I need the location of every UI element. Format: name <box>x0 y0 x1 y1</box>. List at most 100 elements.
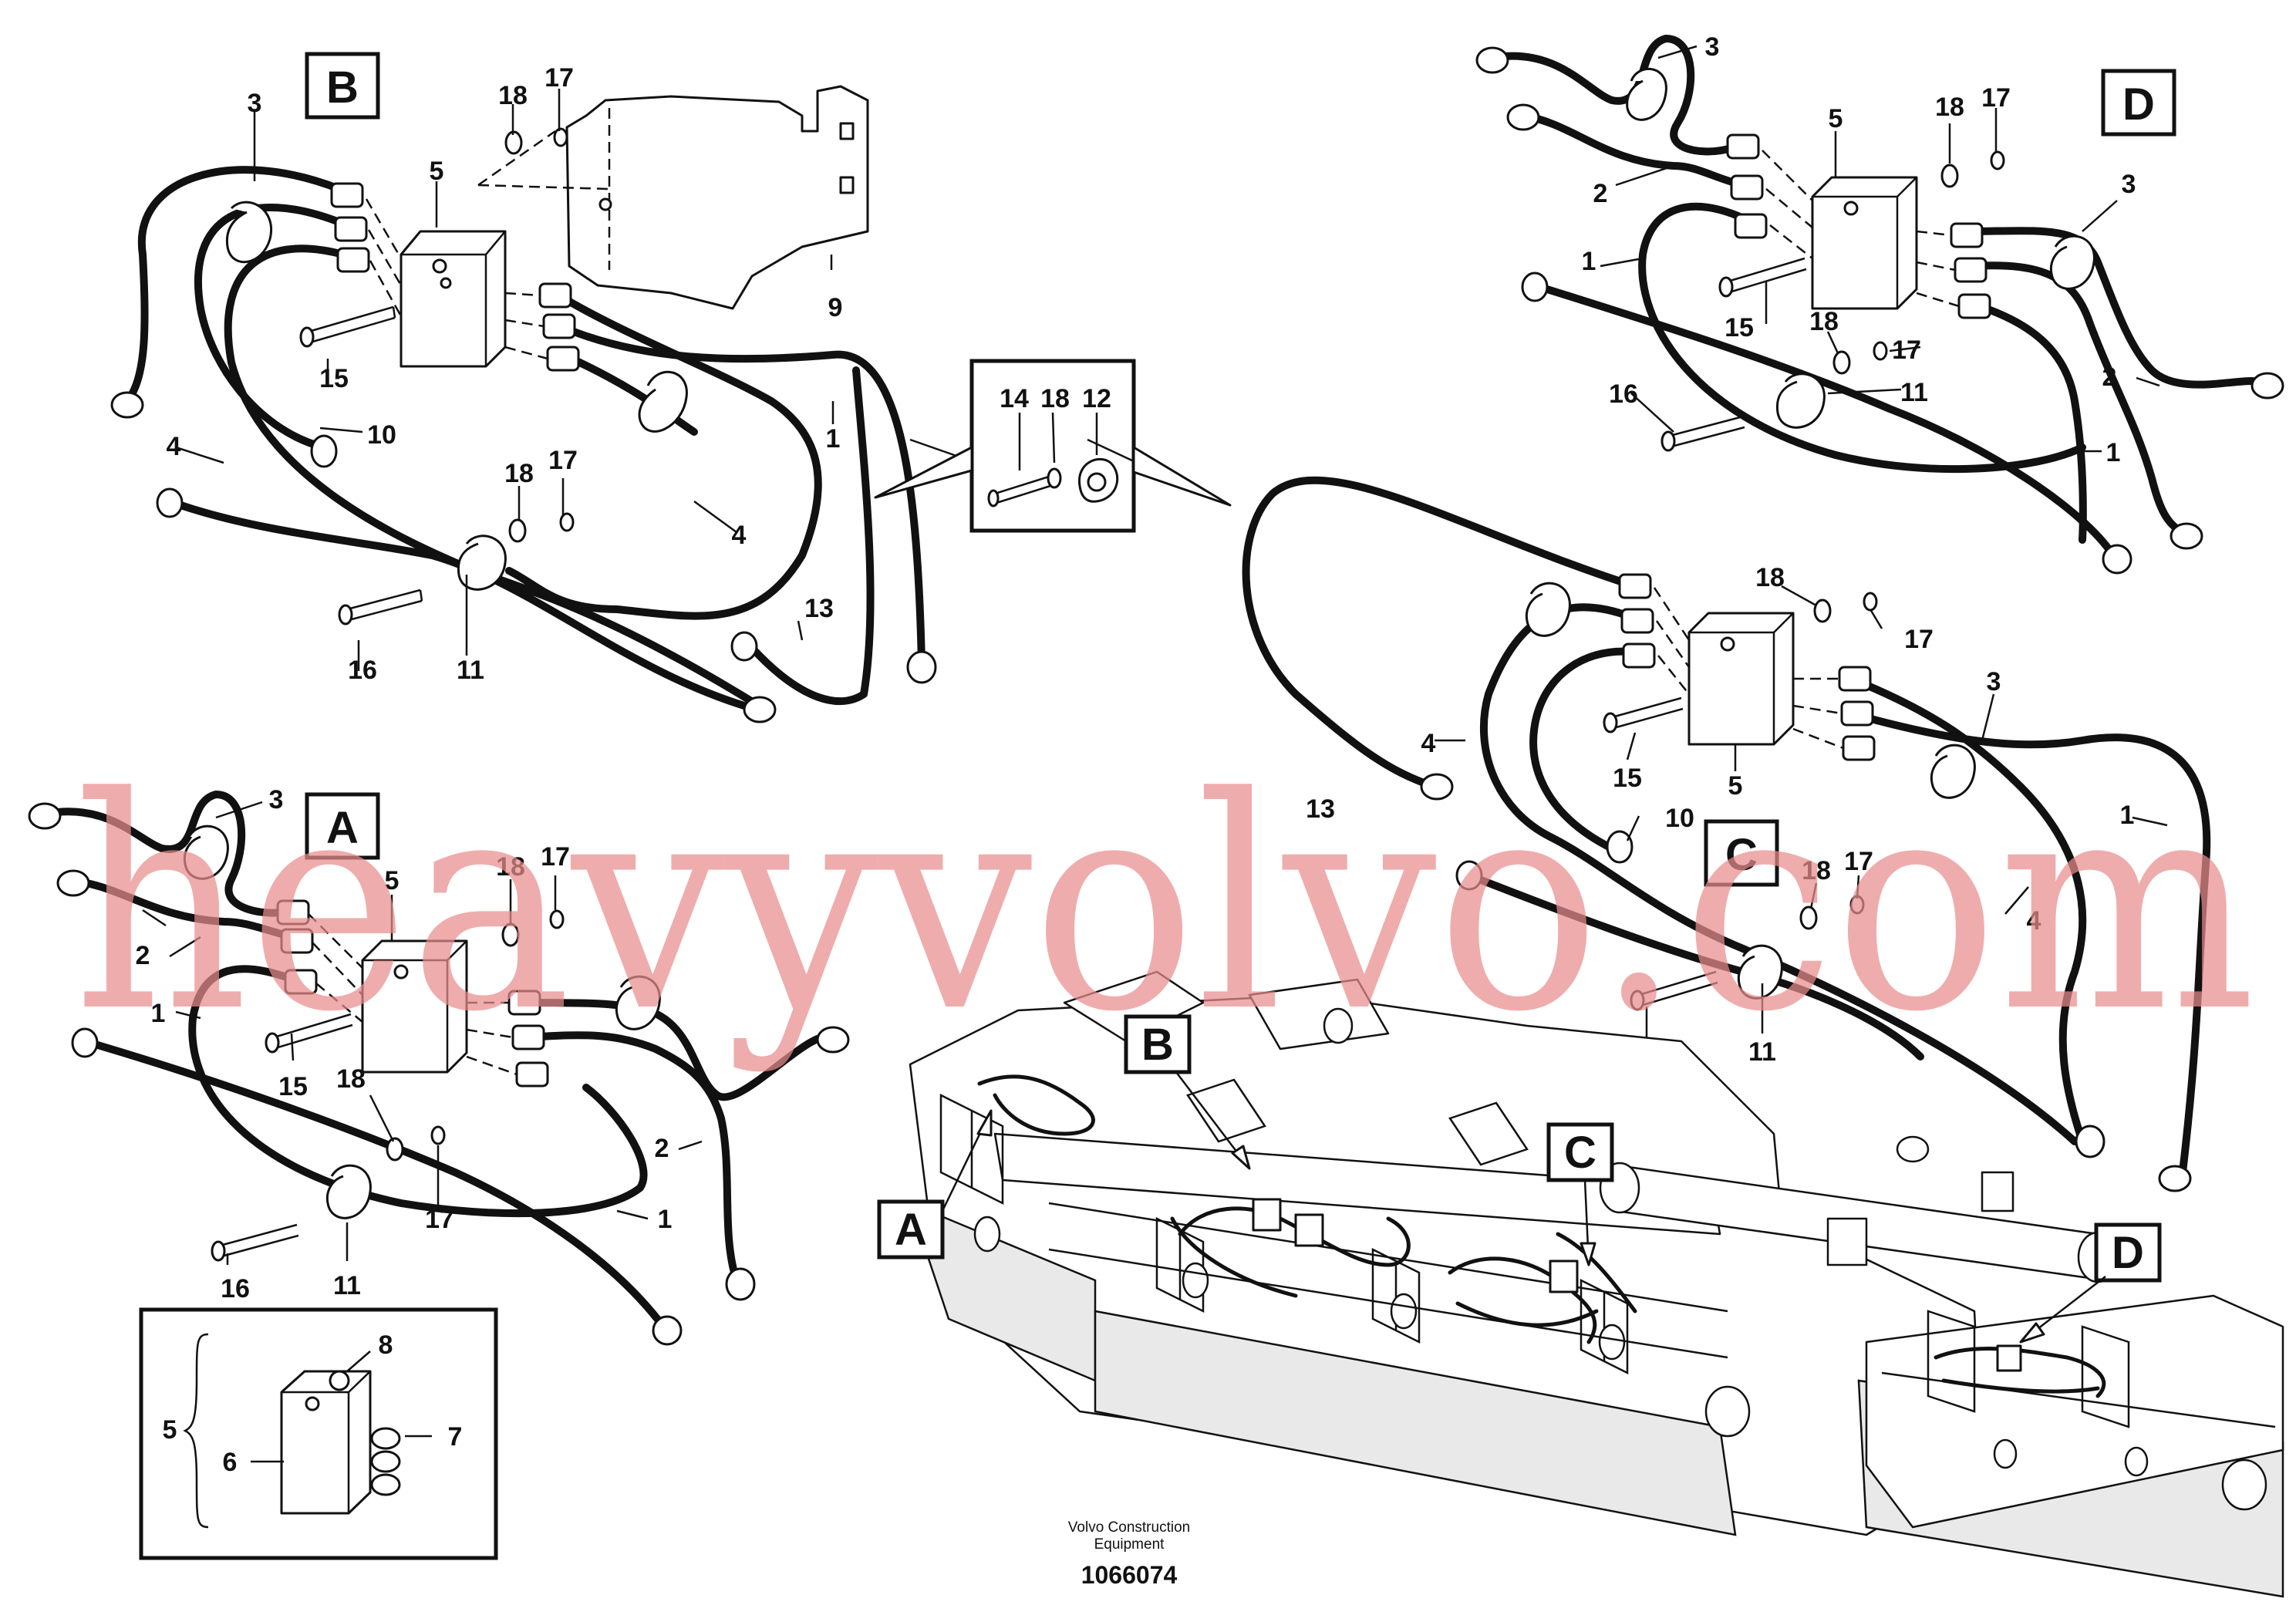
callout-16: 16 <box>348 656 377 685</box>
view-d-label-box <box>2101 69 2176 137</box>
bolt-15-c <box>1611 696 1684 730</box>
callout-5: 5 <box>385 866 400 895</box>
callout-15: 15 <box>319 364 349 393</box>
callout-14: 14 <box>1000 384 1029 413</box>
mounting-bracket <box>565 85 869 310</box>
bolt-15-b <box>308 305 396 344</box>
callout-18: 18 <box>504 459 534 488</box>
callout-2: 2 <box>136 941 150 970</box>
machine-view-d-box <box>2094 1222 2162 1283</box>
hose-13-b <box>559 351 875 706</box>
callout-3: 3 <box>1987 667 2001 696</box>
callout-17: 17 <box>548 446 578 475</box>
clamp-c-right <box>1930 744 1976 799</box>
machine-overview: A B C D <box>877 970 2284 1598</box>
callout-18: 18 <box>336 1064 366 1094</box>
fittings-c <box>1420 573 2192 1192</box>
hose-2-a <box>69 877 297 941</box>
hose-1-c <box>1847 710 2211 1176</box>
callout-17: 17 <box>425 1205 454 1234</box>
callout-17: 17 <box>1981 83 2011 113</box>
callout-12: 12 <box>1082 384 1111 413</box>
clamp-a-right <box>615 975 661 1030</box>
clamp-c-upper <box>1525 582 1571 637</box>
view-a-label: A <box>326 803 359 853</box>
bracket-hidden-lines <box>477 108 611 270</box>
callout-1: 1 <box>826 424 841 454</box>
nut-17-a2 <box>430 1125 446 1145</box>
callout-17: 17 <box>541 842 570 872</box>
clamp-11-d <box>1775 373 1826 429</box>
view-b-callouts: 3 5 18 17 9 15 10 4 1 4 18 17 13 16 11 <box>167 63 843 685</box>
callout-4: 4 <box>1421 729 1436 758</box>
view-c-label: C <box>1725 830 1758 880</box>
view-d-assembly: D <box>1475 35 2284 575</box>
nut-17-b2 <box>559 512 575 532</box>
machine-view-a-label: A <box>895 1205 927 1255</box>
callout-3: 3 <box>2122 170 2136 199</box>
hose-3-d <box>1489 35 1747 156</box>
callout-11: 11 <box>333 1271 361 1300</box>
callout-1: 1 <box>1582 247 1596 276</box>
clamp-b-right <box>638 370 688 433</box>
callout-17: 17 <box>1904 625 1934 654</box>
credit-line-2: Equipment <box>1094 1536 1165 1553</box>
machine-view-a-box <box>877 1199 945 1259</box>
callout-7: 7 <box>448 1422 463 1452</box>
hose-3-d-right <box>1963 227 2267 389</box>
callout-17: 17 <box>1844 847 1873 876</box>
machine-view-c-box <box>1546 1122 1614 1182</box>
callout-18: 18 <box>1802 856 1831 885</box>
watermark-text: heavyvolvo.com <box>73 734 2256 1076</box>
bolt-15-a <box>273 1013 353 1050</box>
callout-18: 18 <box>1809 307 1839 336</box>
callout-1: 1 <box>151 999 166 1028</box>
callout-18: 18 <box>496 852 525 882</box>
legend-part-5: 8 7 5 6 <box>139 1307 498 1560</box>
bolt-16-a <box>219 1223 299 1258</box>
valve-block-a <box>361 939 468 1074</box>
tamper-bar <box>993 1132 1721 1236</box>
callout-3: 3 <box>269 785 284 814</box>
washer-18-c2 <box>1799 905 1818 930</box>
callout-6: 6 <box>223 1448 238 1477</box>
bolt-16-d <box>1669 415 1745 448</box>
washer-18-c <box>1813 599 1832 623</box>
screed-plate-middle <box>1094 1310 1737 1536</box>
view-a-callouts: 3 5 18 17 2 1 15 18 17 2 1 16 11 <box>136 785 703 1303</box>
view-b-label: B <box>326 62 359 113</box>
callout-2: 2 <box>2102 363 2117 392</box>
callout-10: 10 <box>1665 804 1694 833</box>
callout-17: 17 <box>544 63 574 93</box>
nut-17-b <box>553 127 568 147</box>
drawing-number: 1066074 <box>1081 1561 1178 1589</box>
callout-1: 1 <box>2120 801 2135 830</box>
washer-18-b2 <box>508 518 527 543</box>
hose-10-b <box>194 204 347 451</box>
callout-11: 11 <box>1900 378 1928 407</box>
callout-10: 10 <box>367 420 396 450</box>
bolt-16-b <box>346 588 423 622</box>
valve-block-c <box>1687 612 1795 746</box>
callout-2: 2 <box>1593 179 1608 208</box>
hose-1-b <box>551 320 925 667</box>
view-b-label-box <box>305 52 380 120</box>
callout-11: 11 <box>1748 1037 1776 1067</box>
callout-18: 18 <box>1935 93 1964 122</box>
washer-18-d <box>1940 164 1959 188</box>
detail-clamp-assembly: 14 18 12 <box>874 359 1232 533</box>
washer-18-a2 <box>386 1137 404 1162</box>
callout-2: 2 <box>655 1134 669 1163</box>
callout-15: 15 <box>1725 313 1754 342</box>
callout-17: 17 <box>1892 336 1921 365</box>
hose-3-a-right <box>521 999 837 1101</box>
hose-13-c <box>1242 476 1639 791</box>
bolt-14 <box>994 475 1051 504</box>
callout-9: 9 <box>828 293 843 322</box>
hose-1-d-right <box>1971 301 2087 544</box>
clamp-b-upper <box>225 201 273 264</box>
top-housing <box>1063 970 1205 1043</box>
callout-5: 5 <box>1829 104 1843 133</box>
top-housing-2 <box>1248 978 1390 1050</box>
view-c-assembly: C <box>1242 476 2211 1192</box>
